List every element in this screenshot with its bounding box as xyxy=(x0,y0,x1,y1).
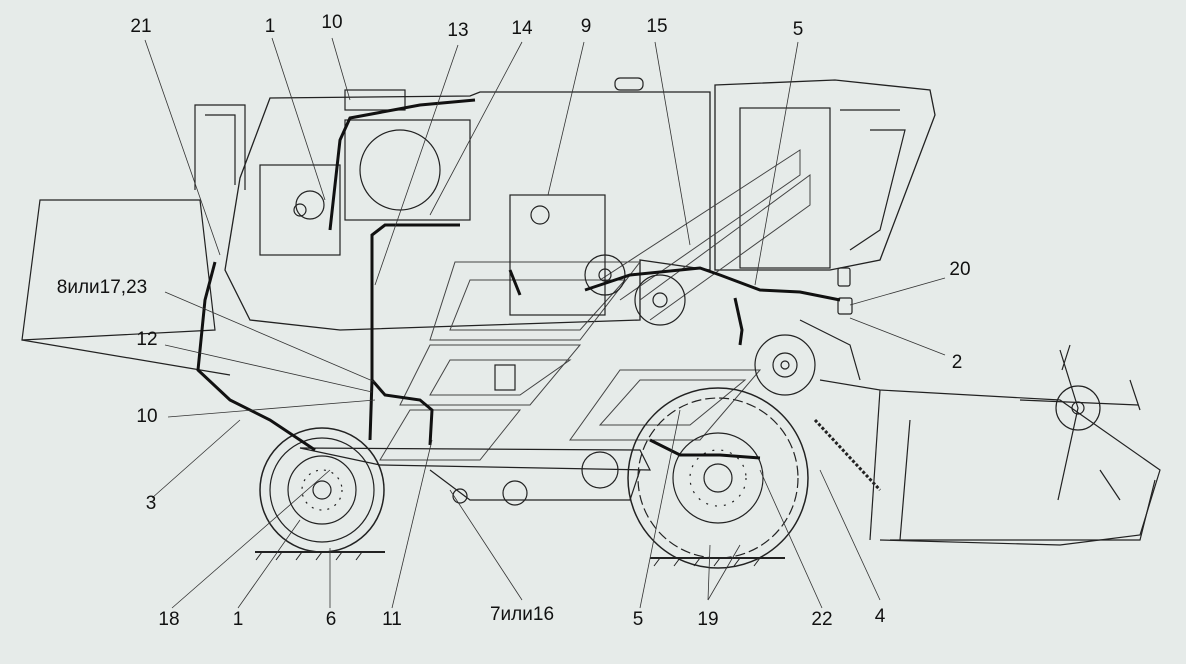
callout-15: 15 xyxy=(646,16,668,37)
drum-lower xyxy=(581,451,619,489)
wiring-harness xyxy=(196,98,841,460)
callout-19: 19 xyxy=(697,609,719,630)
engine-box xyxy=(344,89,406,111)
cab-door xyxy=(739,107,831,269)
callout-8-or-17-23: 8или17,23 xyxy=(56,277,148,298)
callout-12: 12 xyxy=(136,329,158,350)
callout-3: 3 xyxy=(145,493,157,514)
front-hub-gear xyxy=(754,334,816,396)
callout-10-top: 10 xyxy=(321,12,343,33)
callout-9: 9 xyxy=(580,16,592,37)
callout-1-bottom: 1 xyxy=(232,609,244,630)
callout-10-mid: 10 xyxy=(136,406,158,427)
callout-22: 22 xyxy=(811,609,833,630)
front-wheel xyxy=(627,387,809,569)
operator-cab xyxy=(714,79,936,271)
radiator-panel xyxy=(344,119,471,221)
callout-1-top: 1 xyxy=(264,16,276,37)
callout-4: 4 xyxy=(874,606,886,627)
side-panel xyxy=(259,164,341,256)
callout-20: 20 xyxy=(949,259,971,280)
callout-6: 6 xyxy=(325,609,337,630)
callout-21-top: 21 xyxy=(130,16,152,37)
callout-5-bottom: 5 xyxy=(632,609,644,630)
rear-wheel xyxy=(259,427,385,553)
callout-18: 18 xyxy=(158,609,180,630)
undercarriage xyxy=(299,447,651,471)
callout-5-top: 5 xyxy=(792,19,804,40)
main-body xyxy=(224,91,711,331)
callout-13: 13 xyxy=(447,20,469,41)
rear-hopper xyxy=(21,199,216,341)
overlay-panels xyxy=(379,149,811,461)
ground-hatch xyxy=(255,551,761,567)
callout-2: 2 xyxy=(951,352,963,373)
callout-11: 11 xyxy=(382,609,402,630)
callout-7-or-16: 7или16 xyxy=(489,604,555,625)
drum-mid xyxy=(634,274,686,326)
callout-14: 14 xyxy=(511,18,533,39)
leader-lines xyxy=(144,37,946,609)
header-reel xyxy=(799,319,1161,546)
rear-rail xyxy=(194,104,246,190)
